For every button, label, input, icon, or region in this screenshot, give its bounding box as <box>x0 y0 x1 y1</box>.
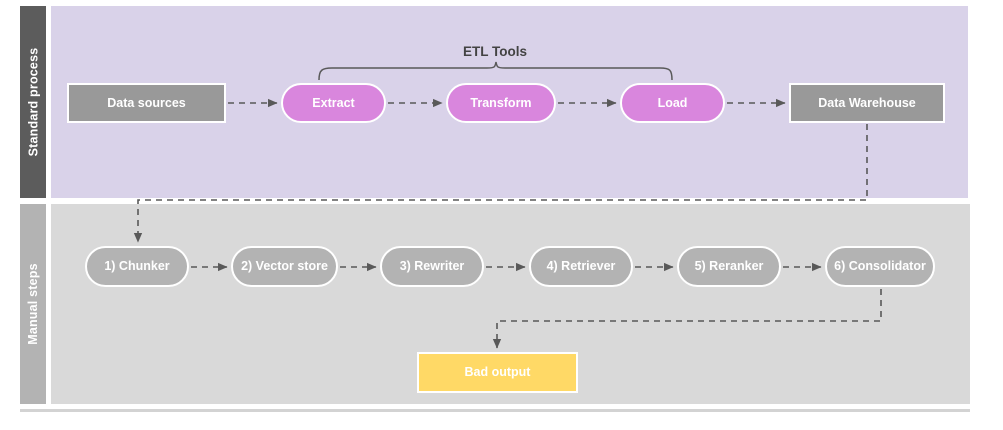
node-bad-output-label: Bad output <box>464 365 531 379</box>
etl-tools-label: ETL Tools <box>463 44 527 59</box>
node-transform-label: Transform <box>470 95 532 110</box>
lane-label-manual-steps: Manual steps <box>20 204 46 404</box>
lane-label-manual-steps-text: Manual steps <box>26 263 40 345</box>
node-chunker[interactable]: 1) Chunker <box>85 246 189 287</box>
lane-label-standard-process: Standard process <box>20 6 46 198</box>
lane-label-standard-process-text: Standard process <box>26 47 41 157</box>
node-reranker-label: 5) Reranker <box>694 259 764 273</box>
node-transform[interactable]: Transform <box>446 83 556 123</box>
node-consolidator[interactable]: 6) Consolidator <box>825 246 935 287</box>
node-data-sources-label: Data sources <box>107 95 186 110</box>
node-data-warehouse-label: Data Warehouse <box>818 95 916 110</box>
node-data-sources[interactable]: Data sources <box>67 83 226 123</box>
node-data-warehouse[interactable]: Data Warehouse <box>789 83 945 123</box>
node-chunker-label: 1) Chunker <box>104 259 170 273</box>
node-load[interactable]: Load <box>620 83 725 123</box>
node-rewriter[interactable]: 3) Rewriter <box>380 246 484 287</box>
node-extract[interactable]: Extract <box>281 83 386 123</box>
bottom-divider <box>20 409 970 412</box>
node-retriever[interactable]: 4) Retriever <box>529 246 633 287</box>
node-reranker[interactable]: 5) Reranker <box>677 246 781 287</box>
node-bad-output[interactable]: Bad output <box>417 352 578 393</box>
node-retriever-label: 4) Retriever <box>546 259 616 273</box>
node-vector-store-label: 2) Vector store <box>241 259 328 273</box>
node-rewriter-label: 3) Rewriter <box>399 259 465 273</box>
node-extract-label: Extract <box>312 95 355 110</box>
node-consolidator-label: 6) Consolidator <box>834 259 926 273</box>
node-vector-store[interactable]: 2) Vector store <box>231 246 338 287</box>
node-load-label: Load <box>657 95 688 110</box>
